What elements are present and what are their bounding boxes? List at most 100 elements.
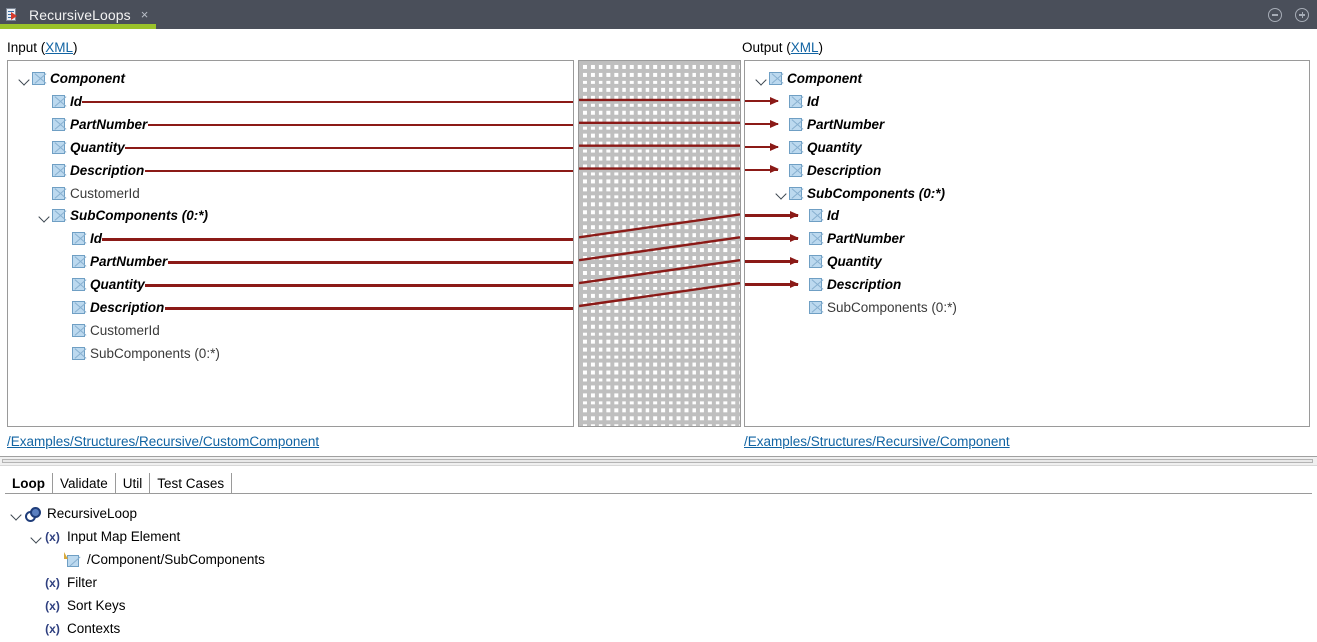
collapse-arrow-icon[interactable]	[28, 529, 44, 545]
mapping-link-lines	[579, 98, 740, 308]
xml-element-icon	[789, 186, 802, 200]
output-tree-row[interactable]: SubComponents (0:*)	[745, 182, 1309, 205]
output-tree-row[interactable]: Id	[745, 90, 1309, 113]
input-heading-suffix: )	[73, 40, 78, 55]
mapping-arrow	[745, 120, 779, 127]
node-path-icon	[64, 551, 81, 568]
input-tree-row[interactable]: Quantity	[8, 136, 573, 159]
tree-indent-spacer	[56, 322, 72, 338]
mapping-line-segment	[145, 169, 573, 173]
loop-tree-row[interactable]: (x)Contexts	[28, 617, 120, 640]
close-icon[interactable]: ×	[140, 7, 149, 22]
mapping-line-segment	[82, 100, 573, 104]
bottom-tab-underline	[5, 493, 1312, 494]
input-xml-link[interactable]: XML	[45, 40, 74, 55]
tree-node-label: SubComponents (0:*)	[70, 208, 208, 224]
input-tree-row[interactable]: Component	[8, 67, 573, 90]
tree-indent-spacer	[28, 598, 44, 614]
output-tree-row[interactable]: SubComponents (0:*)	[745, 296, 1309, 319]
xml-element-icon	[769, 72, 782, 85]
loop-tree-row[interactable]: (x)Input Map Element	[28, 525, 180, 548]
window-tab-label: RecursiveLoops	[29, 6, 131, 23]
bottom-tab-validate[interactable]: Validate	[53, 473, 116, 494]
tree-node-label: Component	[50, 71, 125, 86]
mapping-connector-line	[579, 281, 740, 308]
tree-node-label: Id	[807, 93, 819, 109]
output-tree-row[interactable]: PartNumber	[745, 113, 1309, 136]
xml-element-icon	[789, 163, 802, 177]
horizontal-splitter[interactable]	[0, 456, 1317, 466]
bottom-tab-loop[interactable]: Loop	[5, 473, 53, 494]
input-structure-path[interactable]: /Examples/Structures/Recursive/CustomCom…	[7, 434, 320, 449]
input-tree-row[interactable]: Quantity	[8, 273, 573, 296]
output-xml-link[interactable]: XML	[790, 40, 819, 55]
input-tree-row[interactable]: Id	[8, 90, 573, 113]
output-tree-row[interactable]: Component	[745, 67, 1309, 90]
collapse-arrow-icon[interactable]	[36, 208, 52, 224]
mapping-grid-panel[interactable]	[578, 60, 741, 427]
mapping-arrow	[745, 211, 799, 219]
input-tree-row[interactable]: CustomerId	[8, 319, 573, 342]
loop-icon	[24, 506, 41, 522]
tree-node-label: PartNumber	[70, 116, 148, 132]
tree-node-label: Quantity	[827, 254, 882, 270]
output-structure-path[interactable]: /Examples/Structures/Recursive/Component	[744, 434, 1010, 449]
tree-indent-spacer	[28, 575, 44, 591]
output-tree-row[interactable]: Id	[745, 204, 1309, 227]
input-tree-row[interactable]: Description	[8, 296, 573, 319]
bottom-tab-test-cases[interactable]: Test Cases	[150, 473, 233, 494]
mapping-connector-line	[579, 213, 740, 239]
loop-tree-label: RecursiveLoop	[47, 506, 138, 521]
output-tree-row[interactable]: PartNumber	[745, 227, 1309, 250]
maximize-icon[interactable]	[1295, 7, 1309, 22]
tree-node-label: Quantity	[70, 139, 125, 155]
input-tree-row[interactable]: Description	[8, 159, 573, 182]
tree-node-label: PartNumber	[90, 254, 168, 270]
xml-element-icon	[809, 255, 822, 269]
variable-icon: (x)	[45, 575, 60, 590]
input-panel-heading: Input (XML)	[7, 40, 78, 55]
collapse-arrow-icon[interactable]	[8, 506, 24, 522]
input-tree-row[interactable]: SubComponents (0:*)	[8, 204, 573, 227]
tree-indent-spacer	[36, 93, 52, 109]
output-tree-row[interactable]: Description	[745, 273, 1309, 296]
xml-element-icon	[789, 140, 802, 154]
xml-element-icon	[72, 323, 85, 337]
collapse-arrow-icon[interactable]	[773, 185, 789, 201]
mapping-line-segment	[165, 307, 573, 310]
variable-icon: (x)	[45, 621, 60, 636]
loop-tree-label: Sort Keys	[67, 598, 126, 613]
loop-tree-row[interactable]: RecursiveLoop	[8, 502, 137, 525]
input-tree-row[interactable]: SubComponents (0:*)	[8, 342, 573, 365]
xml-element-icon	[72, 278, 85, 292]
tree-node-label: Description	[90, 300, 165, 315]
minimize-icon[interactable]	[1268, 7, 1282, 22]
bottom-tab-util[interactable]: Util	[116, 473, 151, 494]
xml-element-icon	[789, 94, 802, 108]
loop-tree-row[interactable]: (x)Filter	[28, 571, 97, 594]
input-tree-row[interactable]: Id	[8, 227, 573, 250]
collapse-arrow-icon[interactable]	[753, 71, 769, 87]
input-tree-row[interactable]: PartNumber	[8, 250, 573, 273]
loop-tree-row[interactable]: /Component/SubComponents	[48, 548, 265, 571]
tree-node-label: PartNumber	[807, 116, 885, 132]
window-tab-recursiveloops[interactable]: RecursiveLoops ×	[0, 0, 157, 29]
input-tree-row[interactable]: CustomerId	[8, 182, 573, 205]
output-tree-row[interactable]: Quantity	[745, 136, 1309, 159]
mapping-connector-line	[579, 259, 740, 285]
xml-element-icon	[52, 186, 65, 200]
output-tree-row[interactable]: Description	[745, 159, 1309, 182]
tree-indent-spacer	[36, 162, 52, 178]
output-heading-prefix: Output (	[742, 40, 791, 55]
xml-element-icon	[72, 301, 85, 314]
output-tree-row[interactable]: Quantity	[745, 250, 1309, 273]
collapse-arrow-icon[interactable]	[16, 71, 32, 87]
input-tree-row[interactable]: PartNumber	[8, 113, 573, 136]
loop-tree-row[interactable]: (x)Sort Keys	[28, 594, 126, 617]
xml-element-icon	[32, 72, 45, 85]
mapping-arrow	[745, 257, 799, 265]
